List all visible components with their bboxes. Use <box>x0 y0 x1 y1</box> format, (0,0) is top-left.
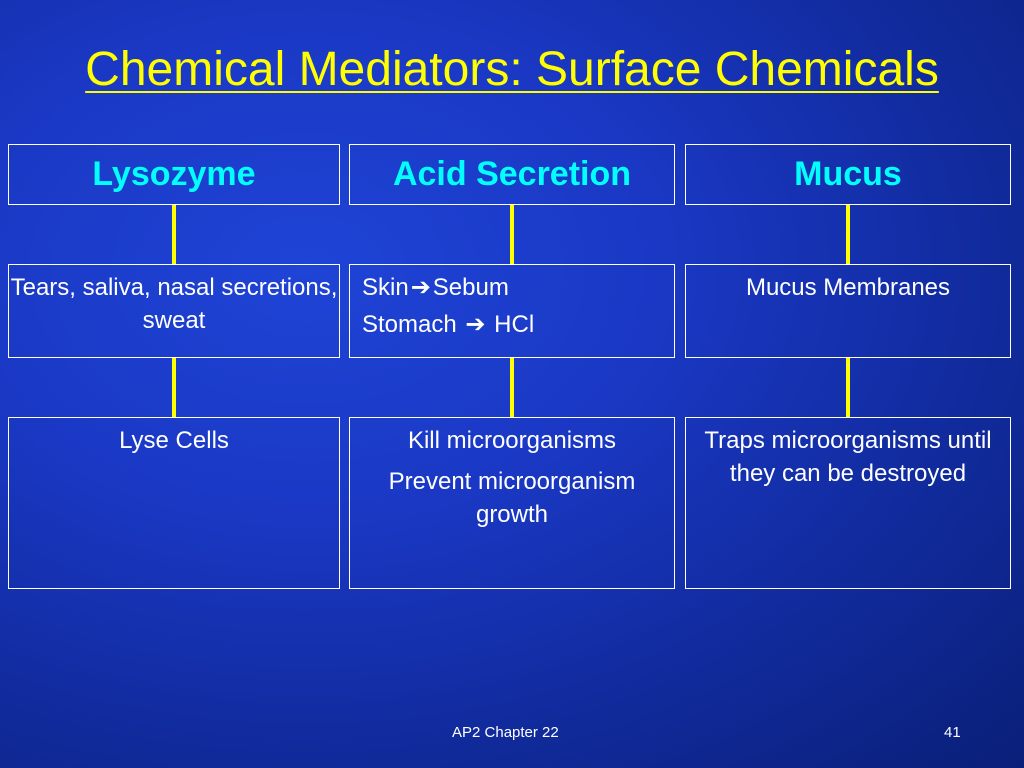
header-lysozyme: Lysozyme <box>8 144 340 205</box>
source-box-lysozyme: Tears, saliva, nasal secretions, sweat <box>8 264 340 358</box>
source-text-mucus: Mucus Membranes <box>745 274 951 301</box>
source-from-stomach: Stomach <box>362 311 457 338</box>
source-to-hcl: HCl <box>494 311 535 338</box>
function-box-acid-secretion: Kill microorganisms Prevent microorganis… <box>349 417 675 589</box>
connector-acid-top <box>510 205 514 264</box>
connector-lysozyme-top <box>172 205 176 264</box>
connector-lysozyme-bottom <box>172 358 176 417</box>
source-item-skin: Skin➔Sebum <box>362 271 674 304</box>
source-box-mucus: Mucus Membranes <box>685 264 1011 358</box>
right-arrow-icon: ➔ <box>465 311 486 338</box>
source-item-stomach: Stomach ➔ HCl <box>362 308 674 341</box>
function-text-kill: Kill microorganisms <box>407 427 617 454</box>
source-from-skin: Skin <box>362 274 409 301</box>
footer-label: AP2 Chapter 22 <box>452 724 559 741</box>
source-text-lysozyme: Tears, saliva, nasal secretions, sweat <box>10 274 338 334</box>
source-box-acid-secretion: Skin➔Sebum Stomach ➔ HCl <box>349 264 675 358</box>
slide-title: Chemical Mediators: Surface Chemicals <box>85 43 939 96</box>
function-box-mucus: Traps microorganisms until they can be d… <box>685 417 1011 589</box>
header-mucus: Mucus <box>685 144 1011 205</box>
page-number: 41 <box>944 724 961 741</box>
source-to-sebum: Sebum <box>432 274 509 301</box>
function-text-prevent: Prevent microorganism growth <box>388 468 636 528</box>
connector-mucus-bottom <box>846 358 850 417</box>
header-acid-secretion: Acid Secretion <box>349 144 675 205</box>
connector-acid-bottom <box>510 358 514 417</box>
right-arrow-icon: ➔ <box>410 274 431 301</box>
function-text-lysozyme: Lyse Cells <box>119 427 229 454</box>
function-text-mucus: Traps microorganisms until they can be d… <box>704 427 992 487</box>
connector-mucus-top <box>846 205 850 264</box>
function-box-lysozyme: Lyse Cells <box>8 417 340 589</box>
